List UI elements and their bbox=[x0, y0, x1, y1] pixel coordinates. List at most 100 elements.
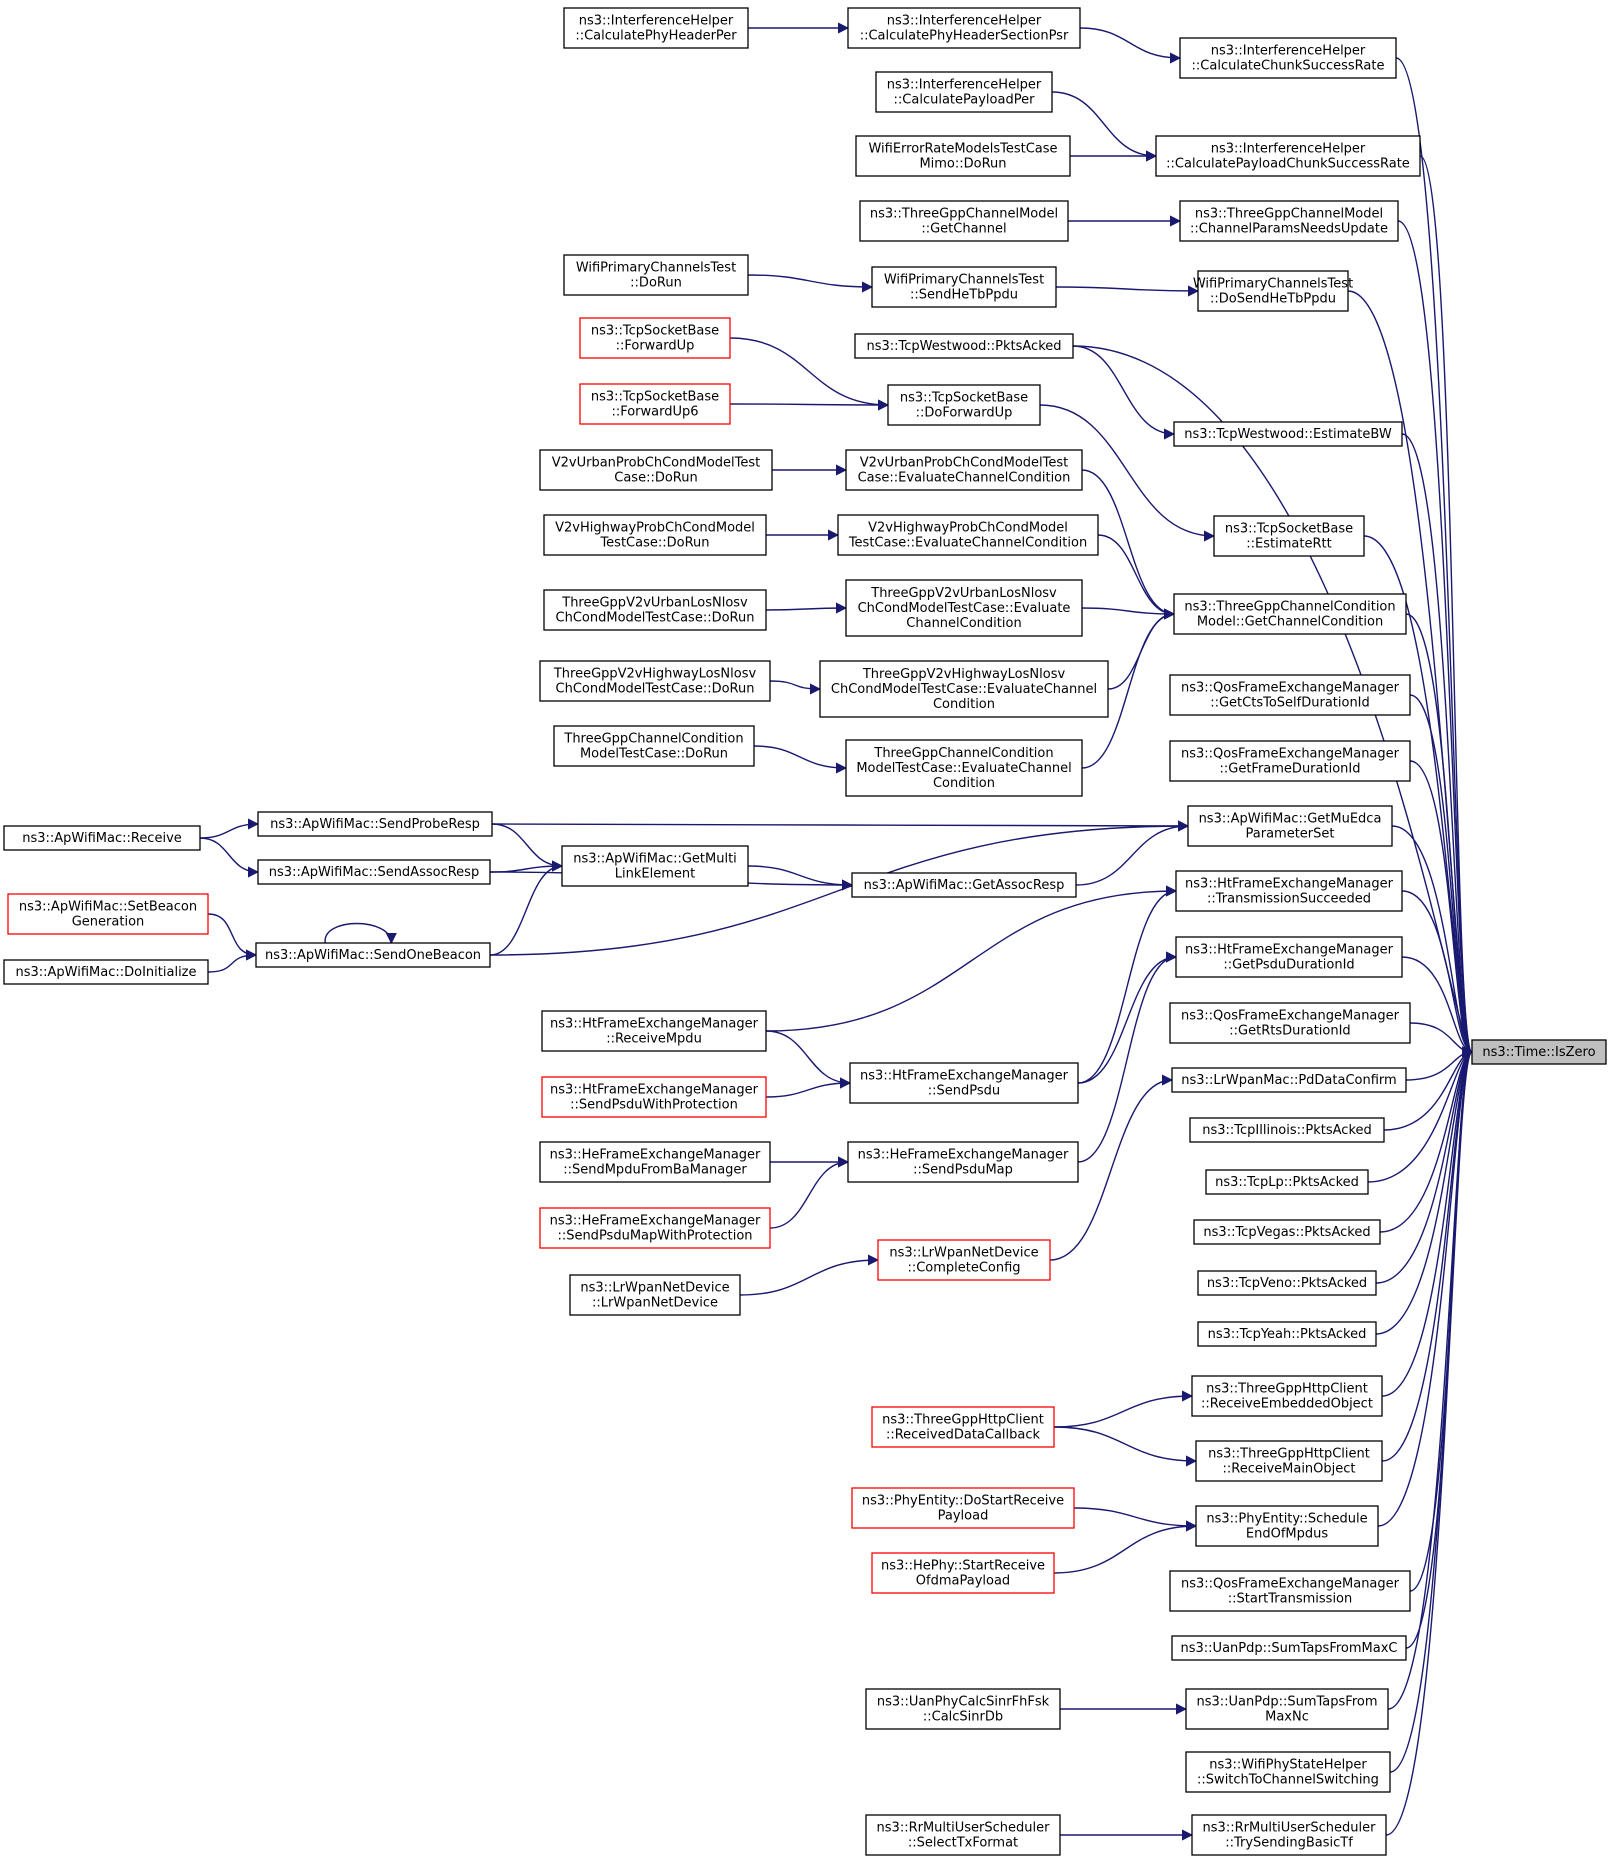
function-node[interactable]: ns3::TcpIllinois::PktsAcked bbox=[1189, 1117, 1385, 1143]
edge-n33-n32 bbox=[199, 818, 260, 839]
node-box bbox=[845, 449, 1083, 491]
function-node[interactable]: ns3::WifiPhyStateHelper::SwitchToChannel… bbox=[1185, 1751, 1391, 1793]
function-node[interactable]: V2vUrbanProbChCondModelTestCase::Evaluat… bbox=[845, 449, 1083, 491]
function-node[interactable]: ns3::ThreeGppHttpClient::ReceiveMainObje… bbox=[1195, 1440, 1383, 1482]
node-label: ::SendPsduMap bbox=[913, 1163, 1013, 1178]
function-node[interactable]: ns3::InterferenceHelper::CalculatePhyHea… bbox=[563, 7, 749, 49]
node-box bbox=[1175, 936, 1403, 978]
node-box bbox=[255, 942, 491, 968]
function-node[interactable]: ns3::ApWifiMac::DoInitialize bbox=[3, 959, 209, 985]
function-node[interactable]: ns3::ApWifiMac::SendProbeResp bbox=[257, 811, 493, 837]
function-node[interactable]: ns3::ApWifiMac::Receive bbox=[3, 825, 201, 851]
node-box bbox=[849, 1062, 1079, 1104]
function-node[interactable]: ns3::HtFrameExchangeManager::SendPsdu bbox=[849, 1062, 1079, 1104]
function-node[interactable]: ns3::ApWifiMac::SendAssocResp bbox=[257, 859, 491, 885]
function-node[interactable]: ns3::TcpSocketBase::EstimateRtt bbox=[1213, 515, 1365, 557]
function-node[interactable]: ns3::ThreeGppChannelModel::GetChannel bbox=[859, 200, 1069, 242]
node-label: ::SwitchToChannelSwitching bbox=[1197, 1773, 1379, 1788]
function-node[interactable]: ns3::TcpVeno::PktsAcked bbox=[1197, 1270, 1377, 1296]
node-label: EndOfMpdus bbox=[1246, 1527, 1328, 1542]
node-box bbox=[847, 7, 1081, 49]
function-node[interactable]: ns3::LrWpanNetDevice::LrWpanNetDevice bbox=[569, 1274, 741, 1316]
node-label: ns3::HtFrameExchangeManager bbox=[1185, 877, 1394, 892]
function-node[interactable]: ns3::TcpSocketBase::ForwardUp bbox=[579, 317, 731, 359]
function-node[interactable]: ns3::HtFrameExchangeManager::ReceiveMpdu bbox=[541, 1010, 767, 1052]
function-node[interactable]: ns3::ThreeGppHttpClient::ReceiveEmbedded… bbox=[1191, 1375, 1383, 1417]
function-node[interactable]: ns3::TcpSocketBase::ForwardUp6 bbox=[579, 383, 731, 425]
function-node[interactable]: ns3::TcpVegas::PktsAcked bbox=[1193, 1219, 1381, 1245]
node-box bbox=[1175, 870, 1403, 912]
function-node[interactable]: ns3::ThreeGppHttpClient::ReceivedDataCal… bbox=[871, 1406, 1055, 1448]
node-box bbox=[1189, 1117, 1385, 1143]
function-node[interactable]: ns3::HtFrameExchangeManager::SendPsduWit… bbox=[541, 1076, 767, 1118]
function-node[interactable]: ns3::TcpWestwood::EstimateBW bbox=[1173, 421, 1403, 447]
node-label: ns3::QosFrameExchangeManager bbox=[1181, 1577, 1400, 1592]
node-label: ns3::HtFrameExchangeManager bbox=[550, 1017, 759, 1032]
function-node[interactable]: ns3::InterferenceHelper::CalculatePayloa… bbox=[875, 71, 1053, 113]
function-node[interactable]: ns3::UanPdp::SumTapsFromMaxC bbox=[1171, 1635, 1407, 1661]
function-node[interactable]: ns3::HeFrameExchangeManager::SendPsduMap… bbox=[539, 1207, 771, 1249]
function-node[interactable]: ns3::TcpLp::PktsAcked bbox=[1205, 1169, 1369, 1195]
node-box bbox=[877, 1239, 1051, 1281]
edge-n36-n31 bbox=[1075, 820, 1190, 886]
node-label: ns3::TcpSocketBase bbox=[1225, 522, 1353, 537]
function-node[interactable]: ThreeGppV2vUrbanLosNlosvChCondModelTestC… bbox=[845, 579, 1083, 637]
function-node[interactable]: ns3::ThreeGppChannelConditionModel::GetC… bbox=[1173, 593, 1407, 635]
function-node[interactable]: ns3::QosFrameExchangeManager::GetRtsDura… bbox=[1169, 1002, 1411, 1044]
function-node[interactable]: ns3::QosFrameExchangeManager::StartTrans… bbox=[1169, 1570, 1411, 1612]
function-node[interactable]: ns3::InterferenceHelper::CalculateChunkS… bbox=[1179, 37, 1397, 79]
function-node[interactable]: ns3::RrMultiUserScheduler::SelectTxForma… bbox=[865, 1814, 1061, 1856]
node-box bbox=[543, 589, 767, 631]
function-node[interactable]: ns3::InterferenceHelper::CalculatePhyHea… bbox=[847, 7, 1081, 49]
node-label: ThreeGppChannelCondition bbox=[873, 746, 1053, 761]
function-node[interactable]: WifiPrimaryChannelsTest::DoSendHeTbPpdu bbox=[1193, 270, 1353, 312]
function-node[interactable]: ns3::LrWpanMac::PdDataConfirm bbox=[1171, 1067, 1407, 1093]
node-label: ::TrySendingBasicTf bbox=[1225, 1836, 1353, 1851]
edge-n21-n18 bbox=[1097, 534, 1176, 620]
function-node[interactable]: ns3::TcpYeah::PktsAcked bbox=[1197, 1321, 1377, 1347]
function-node[interactable]: ns3::ApWifiMac::GetAssocResp bbox=[851, 872, 1077, 898]
function-node[interactable]: WifiPrimaryChannelsTest::DoRun bbox=[563, 254, 749, 296]
function-node[interactable]: ThreeGppV2vHighwayLosNlosvChCondModelTes… bbox=[819, 660, 1109, 718]
node-box bbox=[1197, 1321, 1377, 1347]
node-label: V2vUrbanProbChCondModelTest bbox=[552, 456, 761, 471]
function-node[interactable]: ns3::InterferenceHelper::CalculatePayloa… bbox=[1155, 135, 1421, 177]
function-node[interactable]: ns3::RrMultiUserScheduler::TrySendingBas… bbox=[1191, 1814, 1387, 1856]
function-node[interactable]: WifiPrimaryChannelsTest::SendHeTbPpdu bbox=[871, 266, 1057, 308]
function-node[interactable]: ns3::QosFrameExchangeManager::GetCtsToSe… bbox=[1169, 674, 1411, 716]
node-label: ::SendPsduMapWithProtection bbox=[557, 1229, 752, 1244]
node-label: ns3::LrWpanNetDevice bbox=[889, 1246, 1038, 1261]
function-node[interactable]: ns3::ApWifiMac::SendOneBeacon bbox=[255, 942, 491, 968]
function-node[interactable]: ns3::LrWpanNetDevice::CompleteConfig bbox=[877, 1239, 1051, 1281]
root-function-node[interactable]: ns3::Time::IsZero bbox=[1471, 1039, 1607, 1065]
node-box bbox=[854, 333, 1074, 359]
function-node[interactable]: ns3::UanPhyCalcSinrFhFsk::CalcSinrDb bbox=[865, 1688, 1061, 1730]
node-label: ChCondModelTestCase::EvaluateChannel bbox=[831, 682, 1097, 697]
function-node[interactable]: ThreeGppV2vUrbanLosNlosvChCondModelTestC… bbox=[543, 589, 767, 631]
function-node[interactable]: ns3::QosFrameExchangeManager::GetFrameDu… bbox=[1169, 740, 1411, 782]
function-node[interactable]: ns3::TcpWestwood::PktsAcked bbox=[854, 333, 1074, 359]
function-node[interactable]: ns3::TcpSocketBase::DoForwardUp bbox=[887, 384, 1041, 426]
function-node[interactable]: V2vHighwayProbChCondModelTestCase::Evalu… bbox=[837, 514, 1099, 556]
edge-n27-n18 bbox=[1081, 608, 1176, 769]
function-node[interactable]: ns3::HeFrameExchangeManager::SendMpduFro… bbox=[539, 1141, 771, 1183]
function-node[interactable]: ns3::HtFrameExchangeManager::Transmissio… bbox=[1175, 870, 1403, 912]
function-node[interactable]: ns3::HtFrameExchangeManager::GetPsduDura… bbox=[1175, 936, 1403, 978]
function-node[interactable]: ThreeGppChannelConditionModelTestCase::D… bbox=[553, 725, 755, 767]
node-label: Condition bbox=[933, 776, 995, 791]
node-label: ::SelectTxFormat bbox=[908, 1836, 1018, 1851]
function-node[interactable]: ns3::HeFrameExchangeManager::SendPsduMap bbox=[847, 1141, 1079, 1183]
function-node[interactable]: ns3::ThreeGppChannelModel::ChannelParams… bbox=[1179, 200, 1399, 242]
function-node[interactable]: ThreeGppChannelConditionModelTestCase::E… bbox=[845, 739, 1083, 797]
function-node[interactable]: ThreeGppV2vHighwayLosNlosvChCondModelTes… bbox=[539, 660, 771, 702]
